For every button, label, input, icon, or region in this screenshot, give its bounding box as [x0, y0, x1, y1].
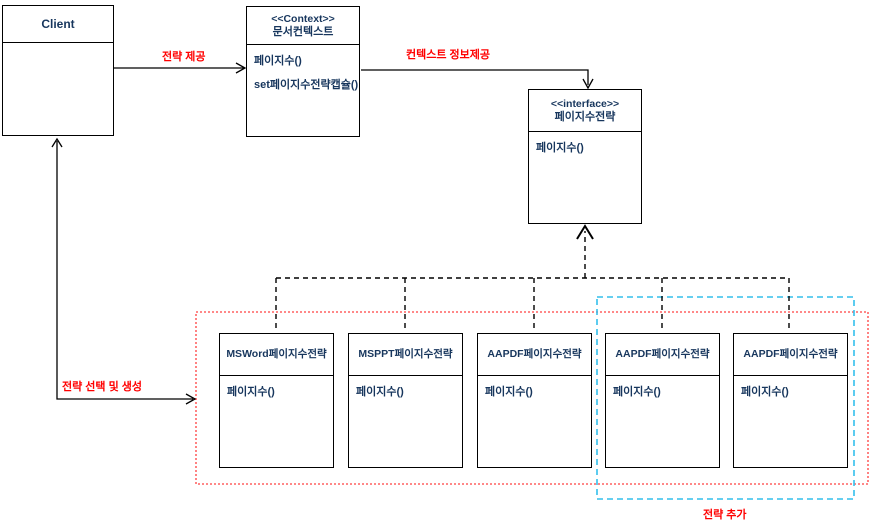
- interface-method: 페이지수(): [536, 142, 584, 154]
- context-method: 페이지수(): [254, 55, 302, 67]
- interface-stereotype: <<interface>>: [550, 97, 620, 110]
- label-context-info: 컨텍스트 정보제공: [406, 49, 491, 61]
- strategy-name: MSPPT페이지수전략: [349, 334, 462, 376]
- strategy-method: 페이지수(): [741, 386, 789, 398]
- strategy-method: 페이지수(): [227, 386, 275, 398]
- class-box-client: Client: [2, 5, 114, 136]
- class-box-strategy-aapdf-3: AAPDF페이지수전략 페이지수(): [733, 333, 848, 468]
- strategy-name: AAPDF페이지수전략: [606, 334, 719, 376]
- class-box-interface: <<interface>> 페이지수전략 페이지수(): [528, 89, 642, 224]
- class-box-strategy-msword: MSWord페이지수전략 페이지수(): [219, 333, 334, 468]
- label-add-strategy: 전략 추가: [703, 509, 747, 521]
- context-method: set페이지수전략캡슐(): [254, 79, 359, 91]
- class-box-strategy-aapdf-1: AAPDF페이지수전략 페이지수(): [477, 333, 592, 468]
- class-box-strategy-aapdf-2: AAPDF페이지수전략 페이지수(): [605, 333, 720, 468]
- arrow-client-to-context: [113, 62, 247, 74]
- label-select-create: 전략 선택 및 생성: [62, 381, 143, 393]
- class-box-context: <<Context>> 문서컨텍스트 페이지수() set페이지수전략캡슐(): [246, 6, 360, 137]
- strategy-method: 페이지수(): [356, 386, 404, 398]
- label-provide-strategy: 전략 제공: [162, 51, 206, 63]
- strategy-name: AAPDF페이지수전략: [734, 334, 847, 376]
- context-stereotype: <<Context>>: [271, 12, 335, 25]
- class-box-strategy-msppt: MSPPT페이지수전략 페이지수(): [348, 333, 463, 468]
- context-name: 문서컨텍스트: [272, 25, 334, 38]
- arrow-context-to-interface: [361, 69, 594, 90]
- strategy-name: AAPDF페이지수전략: [478, 334, 591, 376]
- arrow-client-strategy-group: [51, 137, 197, 405]
- realization-arrowhead: [576, 224, 594, 240]
- interface-name: 페이지수전략: [554, 110, 616, 123]
- strategy-name: MSWord페이지수전략: [220, 334, 333, 376]
- realization-dashed-lines: [275, 231, 790, 332]
- strategy-method: 페이지수(): [485, 386, 533, 398]
- strategy-method: 페이지수(): [613, 386, 661, 398]
- client-body: [3, 43, 113, 53]
- client-title: Client: [3, 6, 113, 43]
- strategy-group-frame-red: [195, 311, 869, 485]
